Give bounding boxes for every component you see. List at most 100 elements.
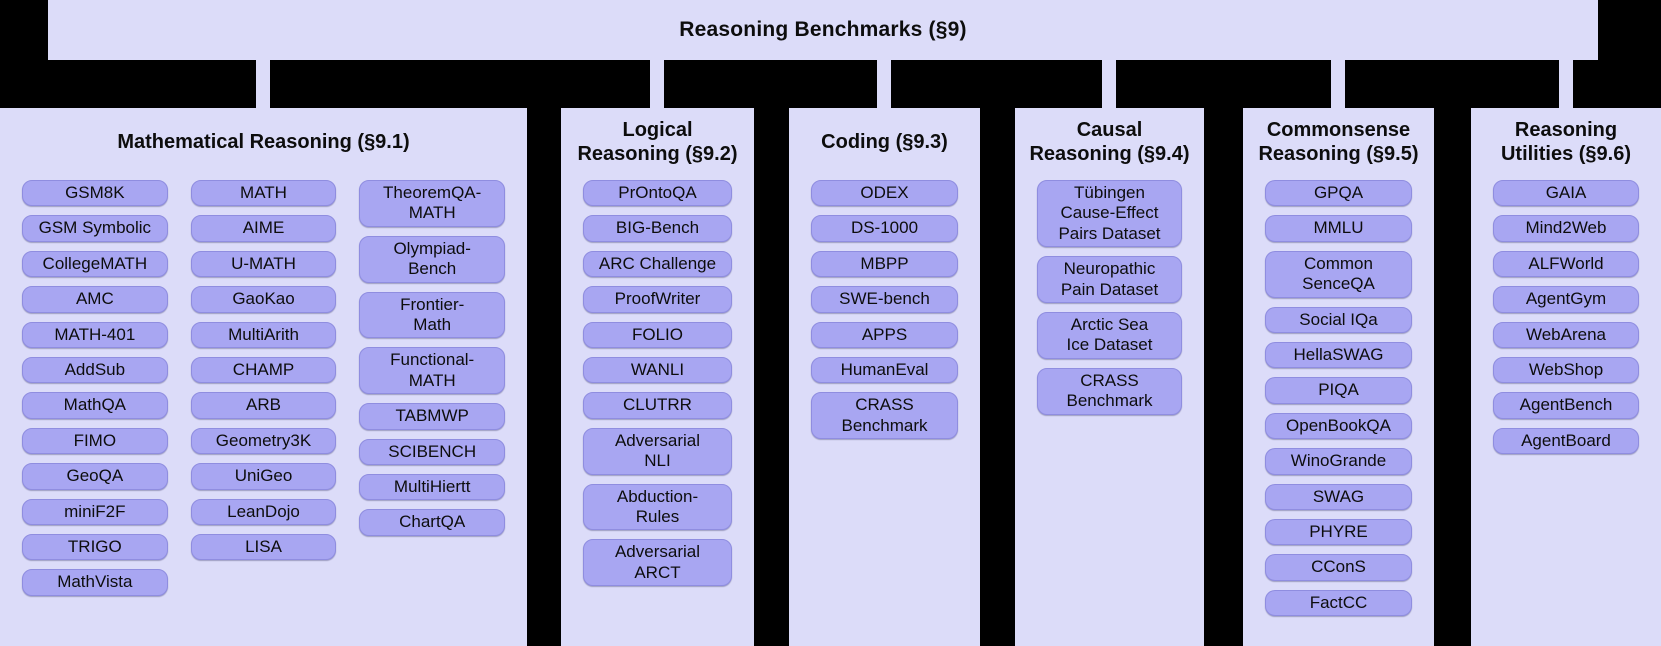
benchmark-pill: MATH-401 — [22, 321, 168, 348]
panel-title-line: Causal — [1076, 118, 1143, 141]
benchmark-pill: CHAMP — [190, 356, 337, 384]
benchmark-pill: UniGeo — [190, 463, 337, 490]
benchmark-pill: Common SenceQA — [1265, 250, 1412, 298]
benchmark-pill: Abduction- Rules — [583, 483, 732, 531]
panel-title-line: Coding (§9.3) — [821, 130, 948, 153]
panel-title-line: Reasoning — [1514, 118, 1618, 141]
benchmark-pill: CConS — [1265, 554, 1412, 581]
benchmark-pill: SWAG — [1265, 483, 1412, 510]
panel-title-line: Reasoning (§9.5) — [1258, 143, 1419, 165]
benchmark-pill: WebShop — [1493, 356, 1639, 384]
benchmark-pill: DS-1000 — [811, 215, 958, 242]
benchmark-pill: AddSub — [22, 356, 168, 384]
benchmark-pill: CollegeMATH — [22, 250, 168, 278]
benchmark-pill: CRASS Benchmark — [811, 392, 958, 440]
root-node-banner: Reasoning Benchmarks (§9) — [48, 0, 1598, 60]
benchmark-pill: MMLU — [1265, 215, 1412, 242]
benchmark-pill: ARC Challenge — [583, 250, 732, 278]
benchmark-pill: Social IQa — [1265, 306, 1412, 333]
benchmark-pill: SWE-bench — [811, 286, 958, 313]
benchmark-pill: GeoQA — [22, 463, 168, 490]
benchmark-pill: GPQA — [1265, 180, 1412, 207]
benchmark-pill: GSM8K — [22, 180, 168, 207]
benchmark-pill: AgentBoard — [1493, 427, 1639, 455]
benchmark-pill: AIME — [190, 215, 337, 242]
benchmark-pill: ChartQA — [359, 509, 506, 536]
panel-title-mathematical-reasoning: Mathematical Reasoning (§9.1) — [0, 108, 527, 176]
benchmark-pill: AMC — [22, 286, 168, 313]
benchmark-pill: miniF2F — [22, 498, 168, 525]
benchmark-pill: Neuropathic Pain Dataset — [1037, 256, 1182, 303]
benchmark-pill: ODEX — [811, 180, 958, 207]
benchmark-pill: MultiArith — [190, 321, 337, 348]
benchmark-pill: MBPP — [811, 250, 958, 278]
panel-title-line: Mathematical Reasoning (§9.1) — [117, 130, 410, 153]
panel-title-line: Commonsense — [1266, 118, 1411, 141]
connector-line-causal — [1102, 58, 1116, 110]
benchmark-pill: PrOntoQA — [583, 180, 732, 207]
benchmark-pill: MathQA — [22, 392, 168, 419]
benchmark-pill: CLUTRR — [583, 392, 732, 419]
benchmark-pill: LeanDojo — [190, 498, 337, 525]
benchmark-pill: MathVista — [22, 569, 168, 596]
benchmark-pill: HellaSWAG — [1265, 341, 1412, 369]
benchmark-pill: PHYRE — [1265, 518, 1412, 546]
connector-line-mathematical — [256, 58, 270, 110]
connector-line-coding — [877, 58, 891, 110]
benchmark-pill: WinoGrande — [1265, 448, 1412, 475]
benchmark-pill: PIQA — [1265, 377, 1412, 404]
benchmark-pill: Frontier- Math — [359, 291, 506, 339]
benchmark-pill: OpenBookQA — [1265, 412, 1412, 440]
benchmark-pill: Tübingen Cause-Effect Pairs Dataset — [1037, 180, 1182, 248]
benchmark-pill: Adversarial NLI — [583, 427, 732, 475]
benchmark-pill: TABMWP — [359, 403, 506, 430]
benchmark-pill: Adversarial ARCT — [583, 539, 732, 587]
connector-line-logical — [650, 58, 664, 110]
connector-line-utilities — [1559, 58, 1573, 110]
benchmark-pill: FOLIO — [583, 321, 732, 348]
benchmark-pill: ARB — [190, 392, 337, 419]
benchmark-pill: SCIBENCH — [359, 438, 506, 465]
connector-line-commonsense — [1331, 58, 1345, 110]
benchmark-pill: ProofWriter — [583, 286, 732, 313]
benchmark-pill: FIMO — [22, 427, 168, 455]
benchmark-pill: HumanEval — [811, 356, 958, 384]
benchmark-pill: WANLI — [583, 356, 732, 384]
benchmark-pill: AgentBench — [1493, 392, 1639, 419]
panel-mathematical-reasoning: Mathematical Reasoning (§9.1) GSM8K GSM Sy… — [0, 108, 527, 646]
benchmark-pill: TRIGO — [22, 533, 168, 561]
benchmark-pill: Arctic Sea Ice Dataset — [1037, 311, 1182, 359]
benchmark-pill: BIG-Bench — [583, 215, 732, 242]
benchmark-pill: CRASS Benchmark — [1037, 367, 1182, 415]
benchmark-pill: AgentGym — [1493, 286, 1639, 313]
benchmark-pill: Geometry3K — [190, 427, 337, 455]
benchmark-pill: APPS — [811, 321, 958, 348]
benchmark-pill: WebArena — [1493, 321, 1639, 348]
benchmark-pill: GaoKao — [190, 286, 337, 313]
benchmark-pill: Mind2Web — [1493, 215, 1639, 242]
benchmark-pill: GSM Symbolic — [22, 215, 168, 242]
benchmark-pill: LISA — [190, 533, 337, 561]
panel-title-line: Reasoning (§9.2) — [577, 143, 738, 165]
